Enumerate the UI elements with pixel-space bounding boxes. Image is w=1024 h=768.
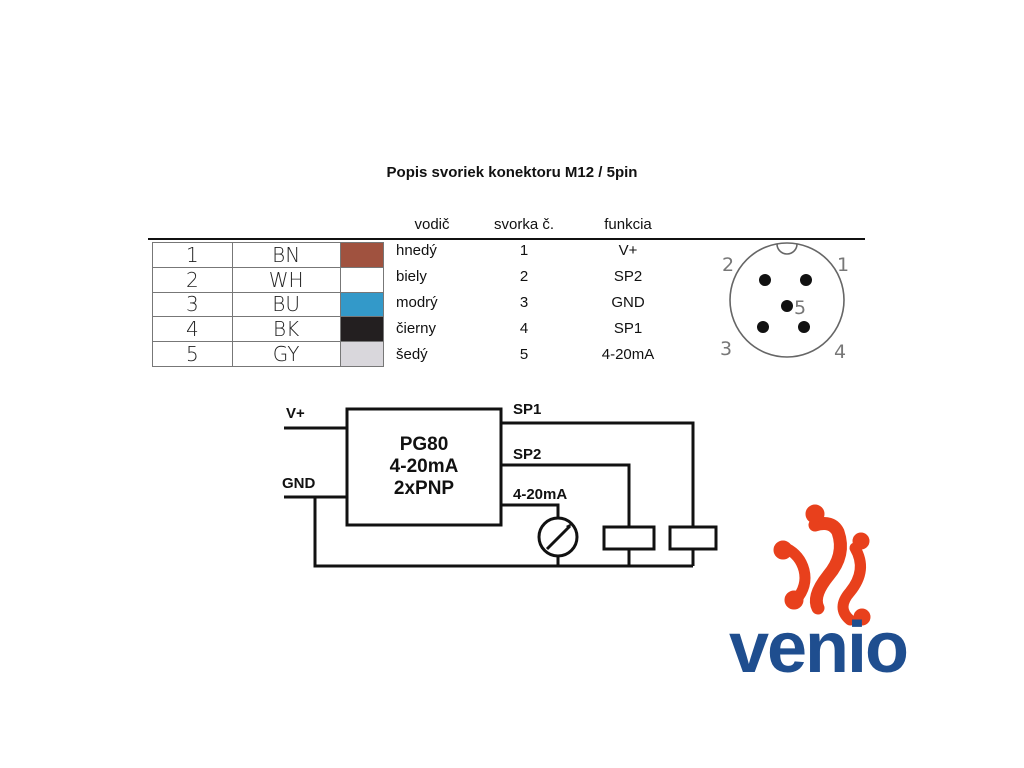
legend-color-code: BN: [231, 242, 341, 268]
color-swatch: [340, 267, 383, 292]
venio-logo: venio: [729, 504, 909, 688]
terminal-number: 5: [519, 346, 529, 363]
ammeter-arrow-icon: [566, 523, 572, 529]
terminal-function: V+: [618, 242, 638, 259]
pin-label-2: 2: [722, 254, 734, 276]
legend-swatch-cell: [339, 266, 385, 293]
sp1-wire: [501, 421, 695, 527]
legend-color-code: WH: [231, 266, 341, 293]
device-name: PG80: [400, 434, 449, 455]
m12-connector-pinout: 1 2 3 4 5: [720, 242, 849, 363]
wire-color-name: hnedý: [396, 242, 437, 259]
legend-color-code: GY: [231, 341, 341, 367]
venio-wordmark: venio: [729, 608, 907, 688]
terminal-function: SP1: [613, 320, 643, 337]
legend-swatch-cell: [339, 291, 385, 318]
sp2-wire: [501, 463, 631, 527]
terminal-function: SP2: [613, 268, 643, 285]
mark-stroke-main: [808, 517, 847, 615]
color-swatch: [340, 243, 383, 267]
mark-stroke-right: [837, 542, 866, 626]
mark-dot-bottom-right: [853, 608, 871, 626]
ground-return-wire: [313, 497, 693, 568]
terminal-number: 1: [519, 242, 529, 259]
device-switching: 2xPNP: [394, 478, 455, 499]
legend-pin-number: 5: [152, 341, 233, 367]
legend-swatch-cell: [339, 242, 385, 268]
mark-dot-bottom-left: [784, 590, 804, 610]
terminal-function: GND: [611, 294, 645, 311]
current-label: 4-20mA: [513, 486, 567, 503]
legend-swatch-cell: [339, 341, 385, 367]
pin-label-3: 3: [720, 338, 732, 360]
legend-pin-number: 1: [152, 242, 233, 268]
pin-4-contact: [798, 321, 810, 333]
wire-color-name: čierny: [396, 320, 437, 337]
sp1-label: SP1: [513, 401, 541, 418]
vplus-label: V+: [286, 405, 305, 422]
connector-outline: [729, 242, 845, 358]
legend-pin-number: 3: [152, 291, 233, 318]
pin-3-contact: [757, 321, 769, 333]
wire-color-name: biely: [396, 268, 427, 285]
terminal-function: 4-20mA: [601, 346, 655, 363]
terminal-number: 4: [519, 320, 529, 337]
gnd-label: GND: [282, 475, 316, 492]
legend-color-code: BU: [231, 291, 341, 318]
sp2-load: [602, 525, 656, 551]
color-swatch: [340, 342, 383, 366]
pin-label-1: 1: [837, 254, 849, 276]
legend-pin-number: 2: [152, 266, 233, 293]
mark-dot-left: [773, 540, 793, 560]
terminal-number: 2: [519, 268, 529, 285]
pin-label-5: 5: [794, 297, 806, 319]
ammeter-needle: [545, 524, 572, 551]
color-swatch: [340, 317, 383, 342]
current-loop-wire: [501, 503, 560, 518]
legend-color-code: BK: [231, 316, 341, 343]
color-swatch: [340, 292, 383, 317]
connector-key-notch: [776, 243, 798, 255]
sp1-load: [668, 525, 718, 551]
sp2-label: SP2: [513, 446, 541, 463]
header-wire: vodič: [414, 216, 450, 233]
mark-stroke-left: [780, 542, 811, 606]
terminal-number: 3: [519, 294, 529, 311]
mark-dot-top: [805, 504, 825, 524]
ammeter-symbol: [537, 516, 579, 558]
header-function: funkcia: [604, 216, 652, 233]
header-terminal: svorka č.: [493, 216, 554, 233]
device-output: 4-20mA: [390, 456, 459, 477]
page-title: Popis svoriek konektoru M12 / 5pin: [386, 164, 638, 181]
wire-color-name: šedý: [396, 346, 428, 363]
wire-color-name: modrý: [396, 294, 438, 311]
legend-pin-number: 4: [152, 316, 233, 343]
pin-1-contact: [759, 274, 771, 286]
header-rule: [148, 238, 865, 240]
pin-label-4: 4: [834, 341, 846, 363]
mark-dot-right: [852, 532, 870, 550]
legend-swatch-cell: [339, 316, 385, 343]
pin-5-contact: [781, 300, 793, 312]
venio-mark-icon: [773, 504, 871, 626]
pin-2-contact: [800, 274, 812, 286]
device-block: [345, 407, 503, 527]
wiring-schematic: PG80 4-20mA 2xPNP V+ GND SP1 SP2 4-20mA: [282, 401, 718, 568]
